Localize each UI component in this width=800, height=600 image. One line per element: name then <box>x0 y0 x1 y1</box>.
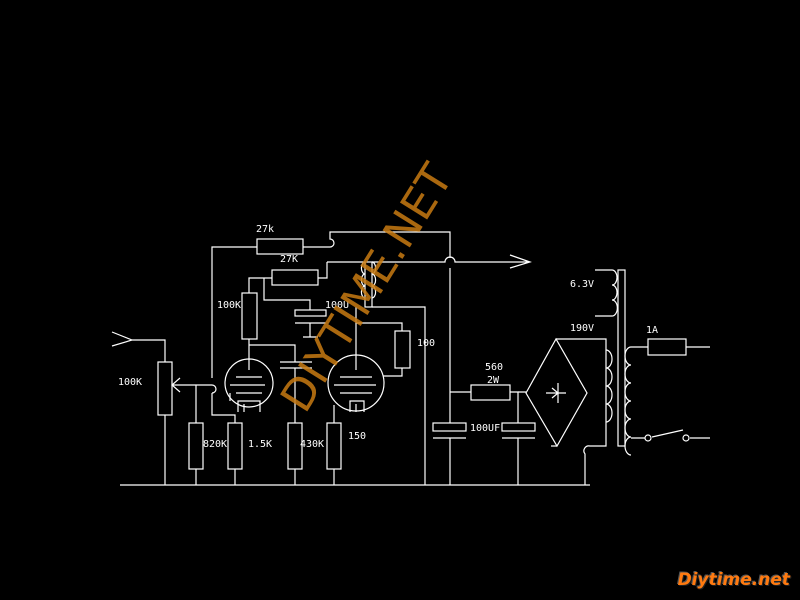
resistor-1-5k <box>227 422 243 470</box>
label-560: 560 <box>485 362 503 373</box>
resistor-820k <box>188 422 204 470</box>
label-2w: 2W <box>487 375 500 386</box>
label-150: 150 <box>348 431 366 442</box>
components <box>157 238 687 470</box>
label-pot: 100K <box>118 377 142 388</box>
label-1a: 1A <box>646 325 658 336</box>
label-27k: 27K <box>280 254 298 265</box>
resistor-27k-top <box>256 238 304 255</box>
heater-coil <box>611 269 618 317</box>
label-100k: 100K <box>217 300 241 311</box>
label-100uf: 100UF <box>470 423 500 434</box>
cap-100uf-2 <box>501 422 536 432</box>
resistor-27k <box>271 269 319 286</box>
tube-1 <box>224 358 274 408</box>
label-820k: 820K <box>203 439 227 450</box>
resistor-430k <box>287 422 303 470</box>
cap-100uf-1 <box>432 422 467 432</box>
tube-2 <box>327 354 385 412</box>
coupling-cap <box>280 361 312 369</box>
resistor-100k <box>241 292 258 340</box>
heater-winding <box>595 269 612 317</box>
resistor-100 <box>394 330 411 369</box>
resistor-560 <box>470 384 511 401</box>
labels: 27k 27K 100K 100U 100K 820K 1.5K 430K 15… <box>118 224 658 450</box>
output-transformer-core <box>364 261 373 308</box>
label-430k: 430K <box>300 439 324 450</box>
pot-100k <box>157 361 173 416</box>
label-190v: 190V <box>570 323 594 334</box>
switch-contact <box>644 434 652 442</box>
power-transformer-core <box>617 269 626 447</box>
site-logo: Diytime.net <box>677 570 790 590</box>
cap-100u <box>294 309 327 317</box>
label-6-3v: 6.3V <box>570 279 594 290</box>
switch-contact <box>682 434 690 442</box>
primary-coil <box>624 346 632 456</box>
fuse-1a <box>647 338 687 356</box>
input-jack <box>111 331 166 362</box>
resistor-150 <box>326 422 342 470</box>
label-27k-top: 27k <box>256 224 274 235</box>
label-100u: 100U <box>325 300 349 311</box>
bridge-rectifier <box>525 337 588 448</box>
label-1-5k: 1.5K <box>248 439 272 450</box>
watermark: DIYTIME.NET <box>271 155 463 420</box>
wires <box>111 231 710 486</box>
pot-wiper <box>171 377 212 393</box>
secondary-coil <box>605 349 613 423</box>
label-100: 100 <box>417 338 435 349</box>
